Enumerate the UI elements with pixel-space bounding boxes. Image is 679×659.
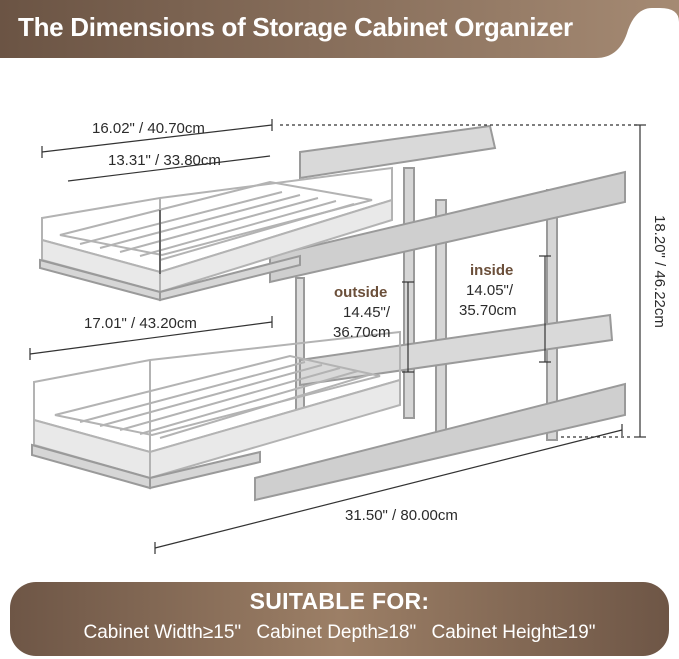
inside-clearance-tag: inside [470, 262, 514, 279]
total-depth-label: 31.50" / 80.00cm [345, 507, 458, 524]
bottom-rails [254, 313, 626, 502]
outside-clearance-tag: outside [334, 284, 388, 301]
page-title: The Dimensions of Storage Cabinet Organi… [18, 12, 573, 42]
inside-clearance-value-line1: 14.05"/ [466, 282, 514, 299]
suitable-for-heading: SUITABLE FOR: [249, 588, 430, 614]
total-height-label: 18.20" / 46.22cm [651, 215, 668, 328]
top-rails [269, 124, 626, 284]
cabinet-requirements: Cabinet Width≥15" Cabinet Depth≥18" Cabi… [10, 622, 669, 644]
bottom-basket [31, 330, 401, 490]
product-diagram: 16.02" / 40.70cm 13.31" / 33.80cm 17.01"… [0, 60, 679, 580]
bottom-basket-width-label: 17.01" / 43.20cm [84, 315, 197, 332]
top-basket-outer-width-label: 16.02" / 40.70cm [92, 120, 205, 137]
header-banner-shape [0, 0, 679, 58]
outside-clearance-value-line2: 36.70cm [333, 324, 391, 341]
dimension-lines [29, 119, 646, 554]
cabinet-depth-requirement: Cabinet Depth≥18" [256, 622, 417, 643]
cabinet-organizer-illustration [29, 119, 646, 554]
header-banner: The Dimensions of Storage Cabinet Organi… [0, 0, 679, 60]
top-basket-inner-width-label: 13.31" / 33.80cm [108, 152, 221, 169]
cabinet-width-requirement: Cabinet Width≥15" [83, 622, 242, 643]
suitable-for-panel: SUITABLE FOR: Cabinet Width≥15" Cabinet … [10, 582, 669, 656]
top-basket [39, 166, 393, 302]
inside-clearance-value-line2: 35.70cm [459, 302, 517, 319]
cabinet-height-requirement: Cabinet Height≥19" [431, 622, 596, 643]
outside-clearance-value-line1: 14.45"/ [343, 304, 391, 321]
